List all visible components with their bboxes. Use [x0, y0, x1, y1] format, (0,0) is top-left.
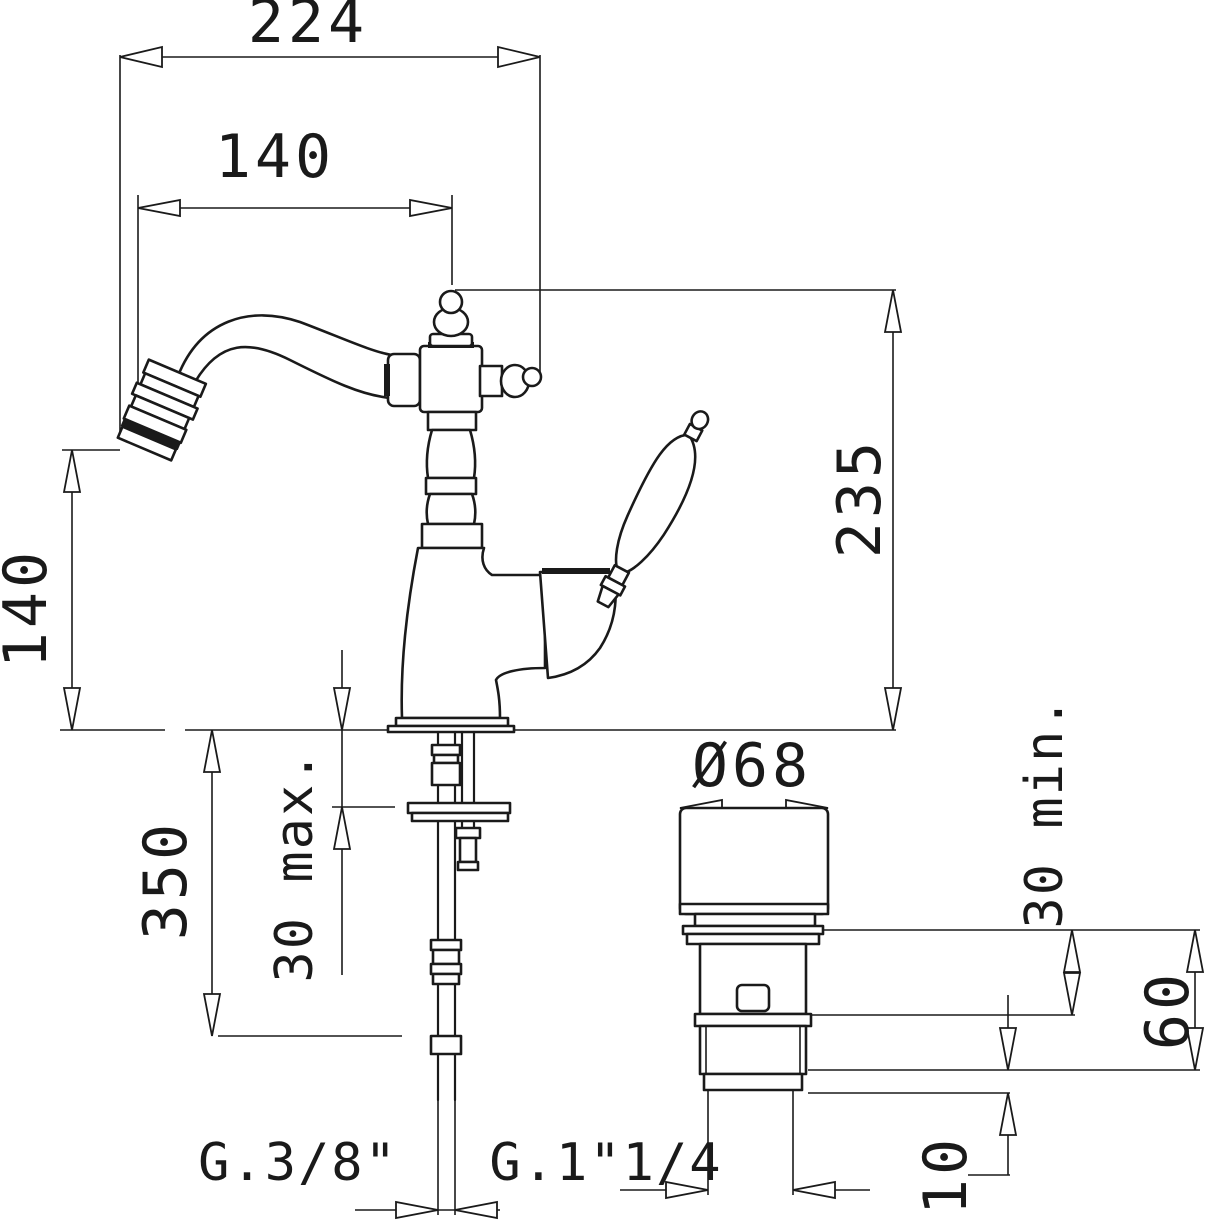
under-deck-fittings [406, 730, 512, 1102]
dim-waste-diameter: Ø68 [692, 731, 812, 801]
waste-assembly [678, 806, 830, 1092]
dim-waste-thread-length: 10 [911, 1135, 981, 1215]
dim-waste-height: 60 [1133, 970, 1203, 1050]
dim-overall-height: 235 [825, 438, 895, 558]
label-hose-thread: G.3/8" [198, 1133, 398, 1193]
arrowheads [62, 45, 1205, 1220]
faucet-body [116, 289, 710, 734]
dim-deck-thickness: 30 max. [265, 749, 325, 982]
dim-waste-clearance: 30 min. [1015, 695, 1075, 928]
label-waste-thread: G.1"1/4 [489, 1133, 722, 1193]
dim-hose-length: 350 [131, 820, 201, 940]
dim-outlet-height: 140 [0, 548, 61, 668]
dim-overall-reach: 224 [248, 0, 368, 57]
dimension-lines [60, 55, 1200, 1215]
dim-spout-reach: 140 [215, 122, 335, 192]
